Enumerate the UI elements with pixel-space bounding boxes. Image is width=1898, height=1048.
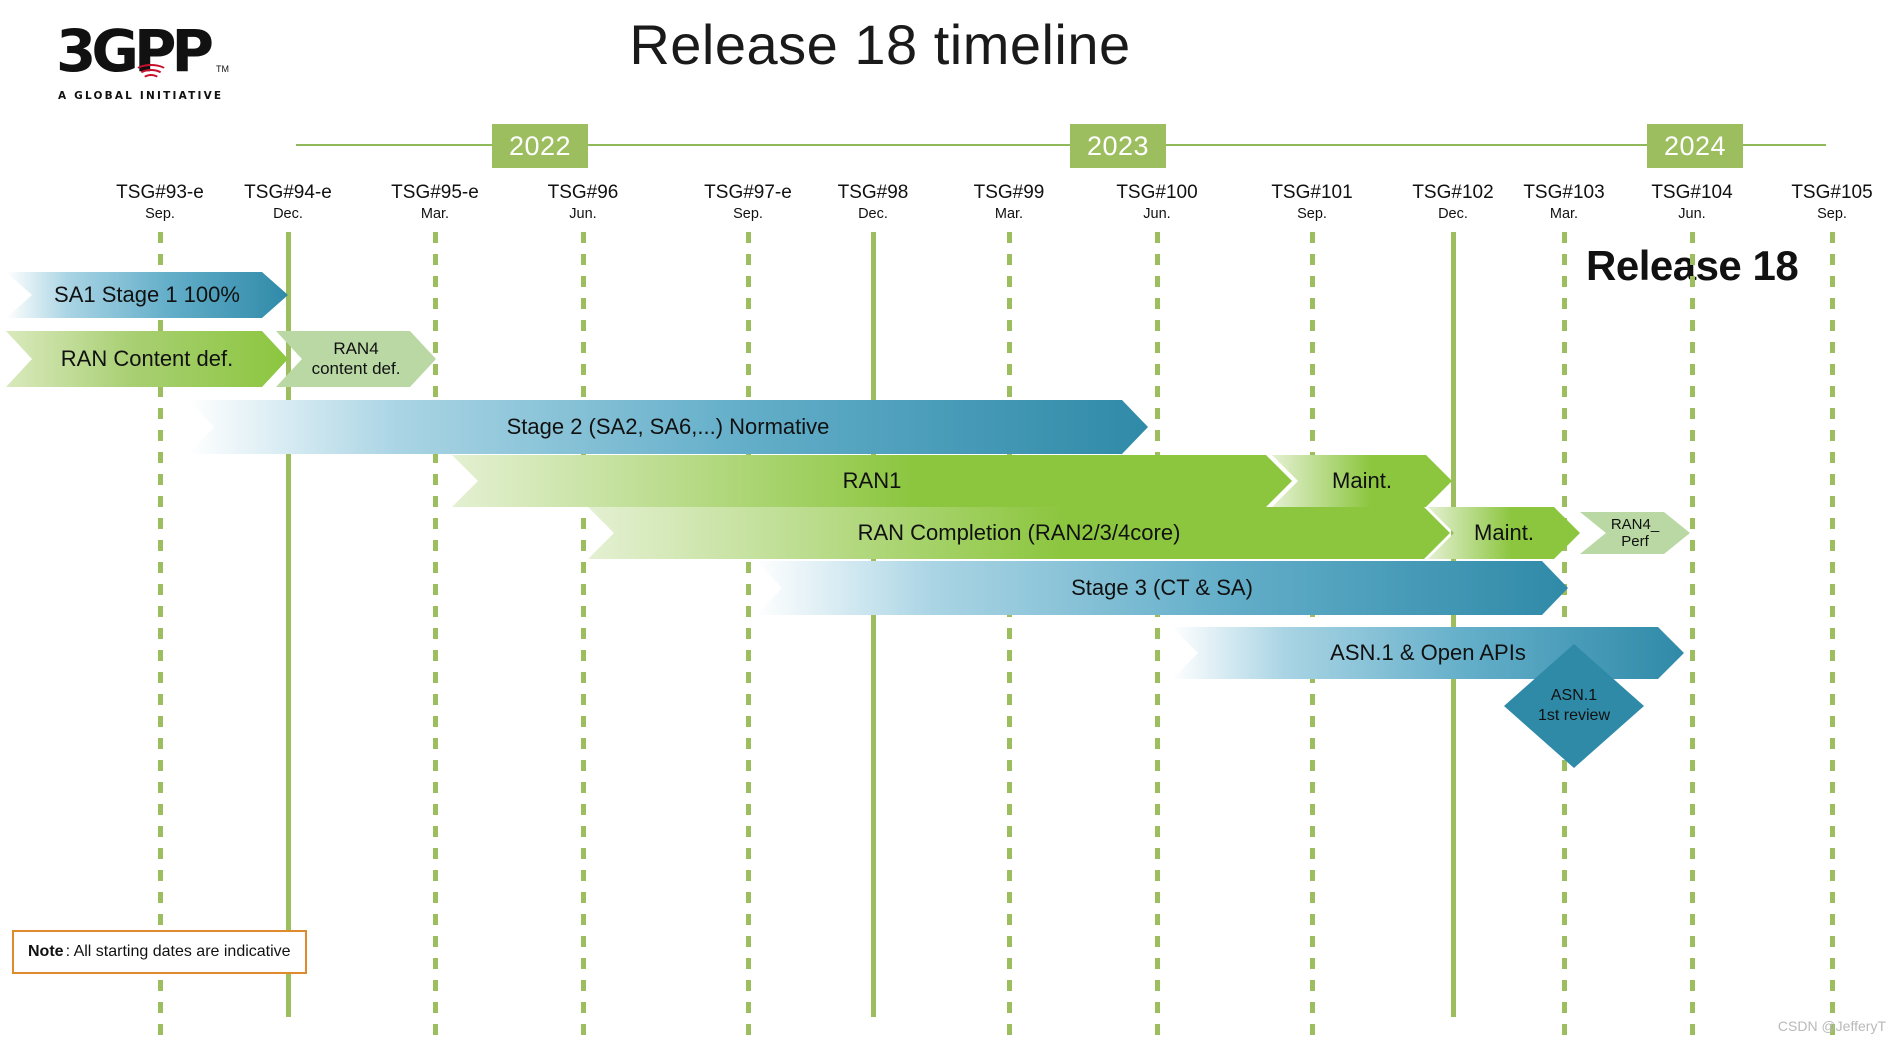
meeting-month: Sep. xyxy=(1297,206,1327,222)
meeting-name: TSG#105 xyxy=(1791,182,1873,203)
meeting-month: Sep. xyxy=(145,206,175,222)
year-marker-2024: 2024 xyxy=(1647,124,1743,168)
meeting-name: TSG#96 xyxy=(547,182,619,203)
meeting-name: TSG#103 xyxy=(1523,182,1605,203)
bar-asn1-open-apis: ASN.1 & Open APIs xyxy=(1172,627,1684,679)
bar-stage3: Stage 3 (CT & SA) xyxy=(756,561,1568,615)
gridline-tsg105 xyxy=(1830,232,1835,1042)
gridline-tsg93-e xyxy=(158,232,163,1042)
gridline-tsg104 xyxy=(1690,232,1695,1042)
bar-ran-completion: RAN Completion (RAN2/3/4core) xyxy=(588,507,1450,559)
meeting-name: TSG#95-e xyxy=(391,182,479,203)
gridline-tsg100 xyxy=(1155,232,1160,1042)
bar-ran4-perf: RAN4_ Perf xyxy=(1580,512,1690,554)
bar-label: RAN4 content def. xyxy=(311,339,401,378)
note-box: Note: All starting dates are indicative xyxy=(12,930,307,974)
meeting-name: TSG#98 xyxy=(837,182,909,203)
gridline-tsg99 xyxy=(1007,232,1012,1042)
meeting-month: Mar. xyxy=(1549,206,1579,222)
bar-label: ASN.1 & Open APIs xyxy=(1330,640,1526,665)
meeting-month: Jun. xyxy=(1678,206,1706,222)
year-marker-2023: 2023 xyxy=(1070,124,1166,168)
bar-ran-content-def: RAN Content def. xyxy=(6,331,288,387)
page-title: Release 18 timeline xyxy=(629,13,1131,76)
meeting-name: TSG#101 xyxy=(1271,182,1353,203)
timeline-axis xyxy=(296,144,1826,146)
meeting-name: TSG#93-e xyxy=(116,182,204,203)
logo-signal-arcs-icon xyxy=(134,64,168,82)
meeting-name: TSG#99 xyxy=(973,182,1045,203)
gridline-tsg97-e xyxy=(746,232,751,1042)
bar-sa1-stage1: SA1 Stage 1 100% xyxy=(6,272,288,318)
bar-label: Maint. xyxy=(1474,520,1534,545)
gridline-tsg94-e xyxy=(286,232,291,1017)
meeting-name: TSG#97-e xyxy=(704,182,792,203)
bar-label: RAN1 xyxy=(842,468,902,493)
gridline-tsg98 xyxy=(871,232,876,1017)
meeting-month: Sep. xyxy=(733,206,763,222)
gridline-tsg96 xyxy=(581,232,586,1042)
meeting-month: Jun. xyxy=(569,206,597,222)
bar-label: RAN4_ Perf xyxy=(1610,515,1660,550)
watermark: CSDN @JefferyT xyxy=(1777,1018,1886,1034)
bar-ran1: RAN1 xyxy=(452,455,1292,507)
bar-label: Stage 2 (SA2, SA6,...) Normative xyxy=(506,414,830,439)
meeting-month: Dec. xyxy=(858,206,888,222)
meeting-month: Dec. xyxy=(1438,206,1468,222)
meeting-name: TSG#104 xyxy=(1651,182,1733,203)
note-text: : All starting dates are indicative xyxy=(65,943,291,960)
milestone-label-line1: ASN.1 xyxy=(1550,687,1598,704)
meeting-name: TSG#102 xyxy=(1412,182,1494,203)
gridline-tsg102 xyxy=(1451,232,1456,1017)
bar-label: Stage 3 (CT & SA) xyxy=(1071,575,1253,600)
meeting-name: TSG#94-e xyxy=(244,182,332,203)
meeting-month: Dec. xyxy=(273,206,303,222)
logo-tagline: A GLOBAL INITIATIVE xyxy=(58,90,224,102)
note-bold: Note xyxy=(28,943,64,960)
gridline-tsg95-e xyxy=(433,232,438,1042)
bar-ran4-content-def: RAN4 content def. xyxy=(276,331,436,387)
meeting-month: Mar. xyxy=(994,206,1024,222)
bar-label: SA1 Stage 1 100% xyxy=(54,282,240,307)
bar-stage2-normative: Stage 2 (SA2, SA6,...) Normative xyxy=(188,400,1148,454)
meeting-month: Mar. xyxy=(420,206,450,222)
bar-label: RAN Content def. xyxy=(60,346,234,371)
3gpp-logo: 3GPP TM A GLOBAL INITIATIVE xyxy=(56,18,229,114)
bar-ran1-maint: Maint. xyxy=(1272,455,1452,507)
bar-label: Maint. xyxy=(1332,468,1392,493)
bar-label: RAN Completion (RAN2/3/4core) xyxy=(857,520,1181,545)
meeting-name: TSG#100 xyxy=(1116,182,1198,203)
year-marker-2022: 2022 xyxy=(492,124,588,168)
meeting-month: Jun. xyxy=(1143,206,1171,222)
meeting-month: Sep. xyxy=(1817,206,1847,222)
milestone-label-line2: 1st review xyxy=(1537,707,1611,724)
trademark-mark: TM xyxy=(216,64,229,74)
